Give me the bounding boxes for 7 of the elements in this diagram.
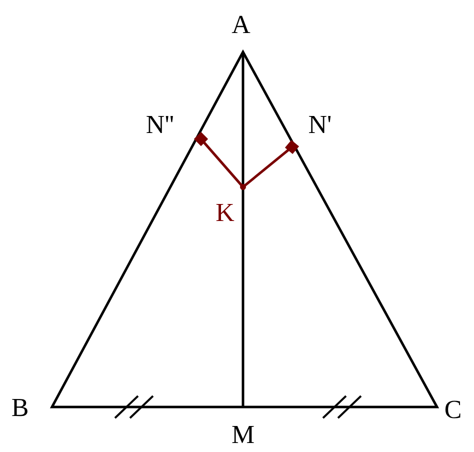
point-label: C <box>444 397 462 423</box>
point-label: M <box>231 422 255 448</box>
point-label: N'' <box>146 112 174 138</box>
point-label: B <box>11 395 29 421</box>
point-label: A <box>232 12 250 38</box>
point-label: N' <box>308 112 332 138</box>
point-label: K <box>216 200 234 226</box>
